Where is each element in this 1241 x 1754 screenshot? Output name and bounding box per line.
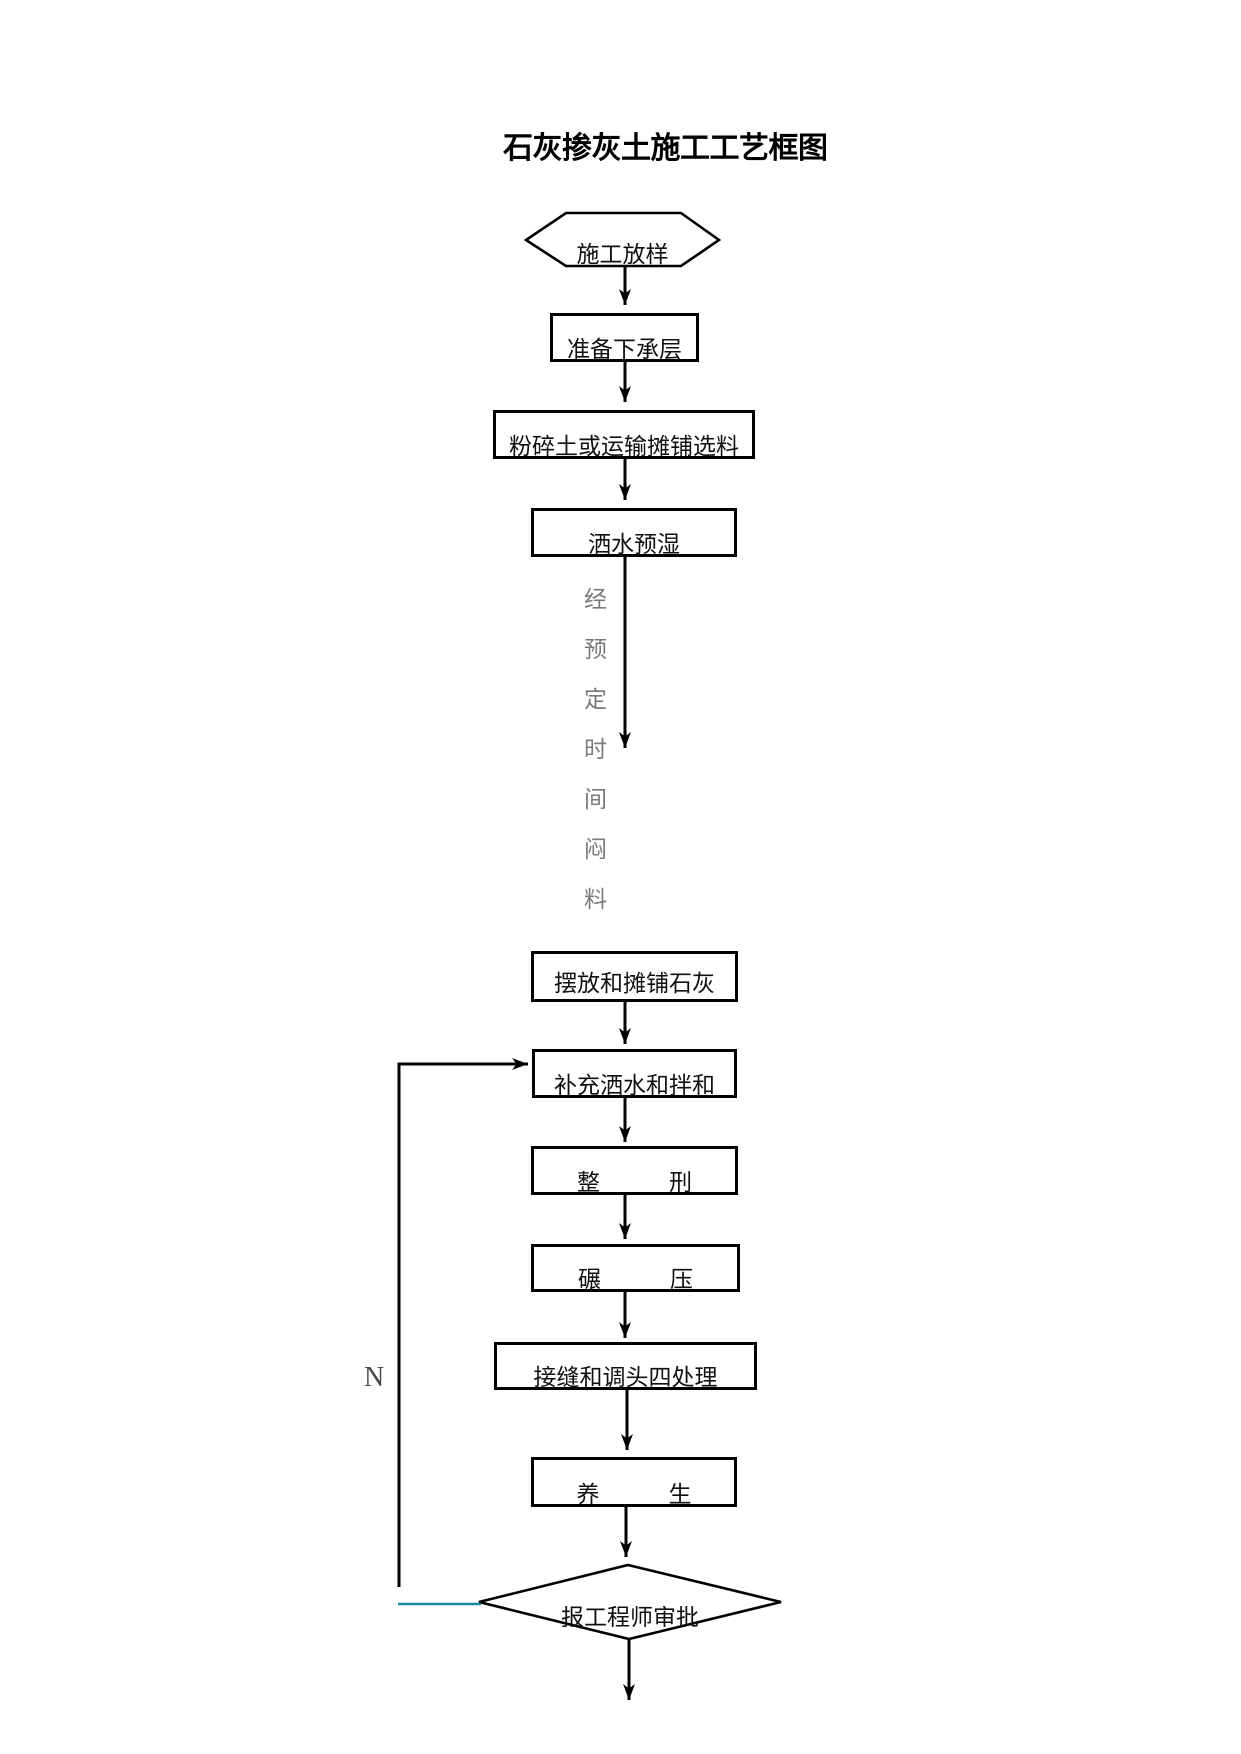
node-label-curing: 养 生 bbox=[576, 1482, 692, 1507]
process-box-rolling: 碾 压 bbox=[531, 1244, 740, 1292]
node-label-crush: 粉碎土或运输摊铺选料 bbox=[509, 434, 739, 459]
process-box-crush: 粉碎土或运输摊铺选料 bbox=[493, 410, 755, 459]
node-label-joints: 接缝和调头四处理 bbox=[533, 1365, 718, 1390]
loop-line bbox=[397, 1058, 528, 1587]
page-title: 石灰掺灰土施工工艺框图 bbox=[503, 132, 828, 165]
node-label-start: 施工放样 bbox=[576, 243, 669, 265]
node-label-spread-lime: 摆放和摊铺石灰 bbox=[554, 971, 715, 996]
node-label-prepare: 准备下承层 bbox=[567, 337, 682, 362]
process-box-prepare: 准备下承层 bbox=[550, 313, 699, 362]
process-box-joints: 接缝和调头四处理 bbox=[494, 1342, 757, 1390]
node-label-rolling: 碾 压 bbox=[578, 1267, 693, 1292]
node-label-prewet: 洒水预湿 bbox=[588, 532, 680, 557]
process-box-prewet: 洒水预湿 bbox=[531, 508, 737, 557]
process-box-water-mix: 补充洒水和拌和 bbox=[532, 1049, 737, 1098]
start-hexagon-shape bbox=[523, 211, 722, 268]
process-box-curing: 养 生 bbox=[531, 1457, 737, 1507]
node-label-approval: 报工程师审批 bbox=[561, 1606, 699, 1627]
process-box-shaping: 整 刑 bbox=[531, 1146, 738, 1195]
process-box-spread-lime: 摆放和摊铺石灰 bbox=[531, 951, 738, 1002]
edge-annotation-vertical-text: 经预定时间闷料 bbox=[584, 587, 607, 912]
node-label-shaping: 整 刑 bbox=[577, 1170, 692, 1195]
decision-diamond-shape bbox=[478, 1563, 782, 1641]
loop-label-n: N bbox=[364, 1362, 385, 1393]
node-label-water-mix: 补充洒水和拌和 bbox=[554, 1073, 715, 1098]
